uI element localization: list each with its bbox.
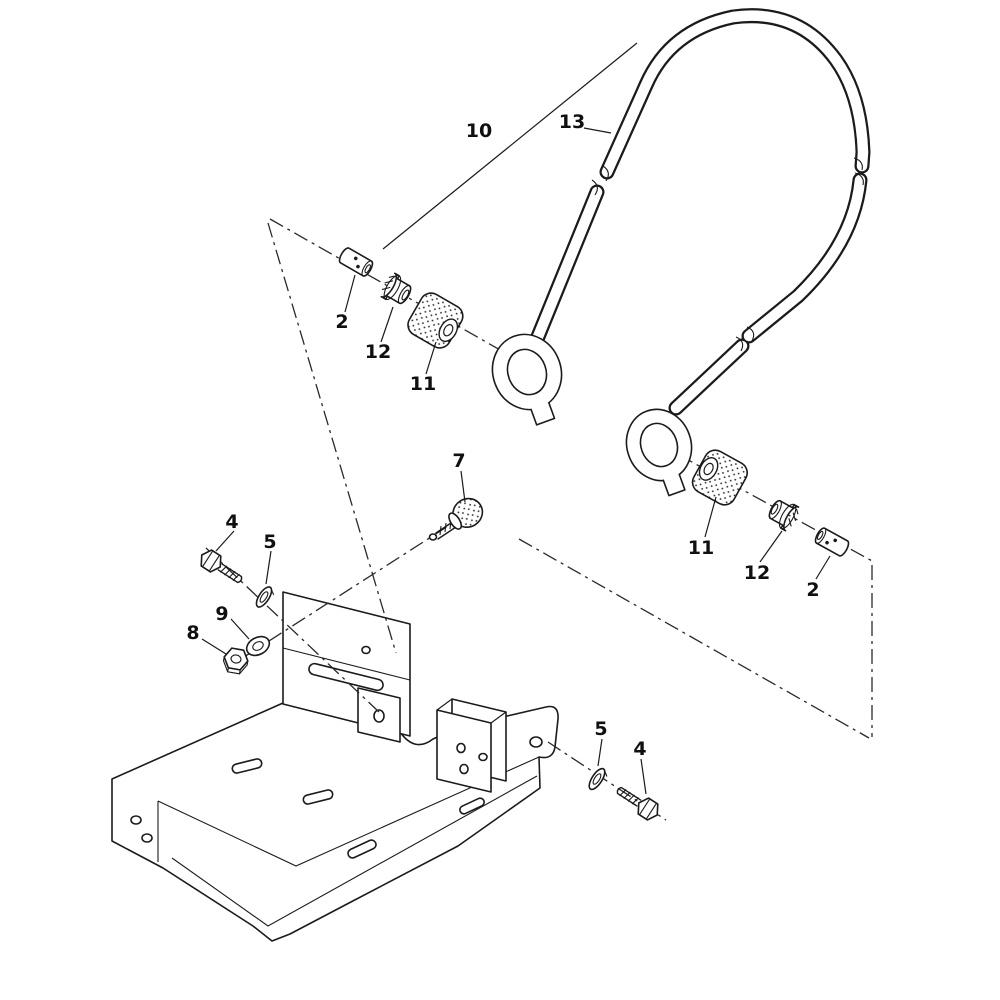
lock-washer-5-left [255, 586, 275, 608]
leader-lines [201, 127, 831, 795]
bracket-wall-slot [308, 662, 384, 692]
bracket-right-tab-hole [459, 763, 469, 775]
bracket-right-tab-hole [456, 742, 466, 754]
handle-eye-left-tab [530, 402, 556, 426]
plug-7 [428, 497, 484, 541]
leader-12-left [380, 306, 394, 343]
handle-tube [525, 8, 871, 416]
callout-8: 8 [186, 622, 199, 644]
leader-2-left [344, 274, 356, 313]
leader-11-right [704, 496, 717, 538]
bolt-4-left [200, 549, 243, 584]
plug-7-tip [428, 533, 438, 541]
bracket-slot [302, 789, 334, 805]
handle-eye-left [491, 333, 563, 426]
bracket-surface-hole [478, 752, 488, 762]
bracket-slot [347, 839, 377, 859]
handle-eye-right [625, 408, 693, 497]
tube-break-mark [735, 326, 755, 352]
bushing-12-right [768, 499, 800, 532]
bolt-4-right [616, 786, 659, 821]
bracket-slot [459, 797, 485, 815]
bushing-11-right [691, 449, 748, 506]
callout-4-right: 4 [633, 738, 646, 760]
leader-5-left [265, 550, 272, 585]
washer-9 [245, 635, 271, 657]
leader-4-left [215, 530, 235, 552]
handle-assembly [491, 8, 871, 497]
callout-12-left: 12 [365, 341, 391, 363]
callout-12-right: 12 [744, 562, 770, 584]
callout-5-left: 5 [263, 531, 276, 553]
leader-7 [460, 470, 466, 503]
leader-8 [201, 638, 227, 655]
leader-2-right [815, 555, 831, 580]
leader-10-group-line [382, 42, 638, 250]
lock-washer-5-right [588, 767, 608, 791]
leader-4-right [640, 758, 647, 795]
axis-plug-7 [229, 511, 471, 667]
bracket-wall-hole [361, 645, 371, 655]
bracket-wall-bend-line [282, 647, 411, 681]
callout-7: 7 [452, 450, 465, 472]
bushing-11-left [407, 292, 464, 349]
callout-9: 9 [215, 603, 228, 625]
bracket-lip-line [171, 775, 538, 927]
bracket-tongue-hole [529, 736, 543, 748]
axis-right-boundary [518, 538, 870, 739]
callout-5-right: 5 [594, 718, 607, 740]
mounting-bracket [111, 591, 559, 942]
bracket-end-hole [141, 833, 153, 843]
callout-11-right: 11 [688, 537, 714, 559]
leader-13 [583, 127, 612, 134]
bracket-end-hole [130, 815, 142, 825]
nut-8 [222, 647, 249, 675]
callout-10: 10 [466, 120, 492, 142]
handle-eye-right-tab [662, 473, 686, 497]
leader-5-right [597, 738, 603, 767]
tube-break-mark [853, 157, 864, 186]
spacer-2-left [338, 247, 374, 277]
bracket-tab-connector [436, 698, 507, 724]
callout-13: 13 [559, 111, 585, 133]
callout-labels: 10 13 2 12 11 7 4 5 9 8 5 4 11 12 2 [186, 111, 819, 760]
plug-7-threads [439, 519, 452, 536]
leader-11-left [425, 341, 437, 375]
bracket-front-crease [157, 756, 540, 867]
callout-2-right: 2 [806, 579, 819, 601]
bushing-12-left [380, 272, 412, 305]
leader-9 [230, 618, 250, 640]
tube-break-mark [591, 165, 609, 196]
callout-4-left: 4 [225, 511, 238, 533]
axis-left-bolt [205, 547, 380, 713]
bracket-slot [231, 758, 263, 774]
leader-12-right [759, 530, 783, 563]
bracket-middle-tab-hole [373, 709, 385, 723]
axis-left-boundary [267, 222, 397, 654]
spacer-2-right [814, 527, 850, 557]
callout-2-left: 2 [335, 311, 348, 333]
callout-11-left: 11 [410, 373, 436, 395]
